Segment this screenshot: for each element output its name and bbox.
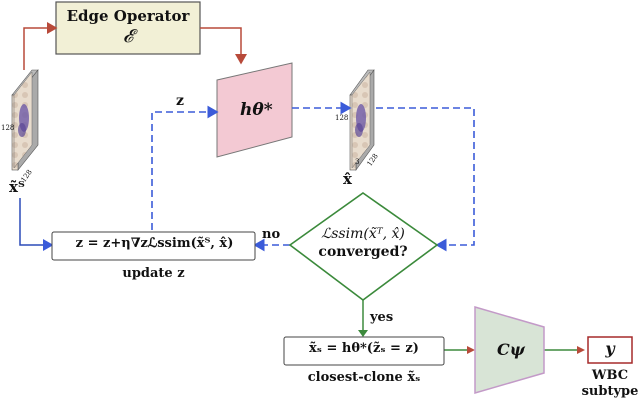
classifier-label: Cψ	[497, 340, 525, 359]
edge-operator-symbol: 𝓔	[122, 26, 134, 47]
arrow-z-to-generator	[151, 105, 219, 230]
no-label: no	[262, 227, 281, 242]
output-image	[349, 69, 375, 171]
decision-line1: ℒssim(x̃ᵀ, x̂)	[321, 226, 405, 242]
arrow-output-to-decision	[376, 107, 475, 252]
input-image-label: x̃ᵀ	[9, 178, 25, 196]
update-formula: z = z+η∇zℒssim(x̃ᵀ, x̂)	[75, 236, 234, 251]
generator-label: hθ*	[240, 100, 273, 120]
input-dim-h: 128	[1, 124, 15, 132]
output-caption-line1: WBC	[591, 368, 629, 383]
edge-operator-box	[55, 1, 201, 55]
output-y-label: y	[605, 339, 615, 358]
arrow-edge-to-generator	[200, 27, 247, 65]
generator-block	[216, 62, 293, 158]
classifier-block	[474, 306, 545, 394]
output-image-label: x̂	[343, 170, 352, 188]
decision-line2: converged?	[318, 244, 408, 260]
input-image	[11, 69, 39, 171]
output-dim-c: 3	[355, 158, 360, 166]
clone-box	[283, 336, 445, 366]
arrow-input-to-edge	[23, 22, 58, 70]
output-y-box	[587, 336, 633, 364]
latent-label: z	[176, 93, 184, 109]
clone-formula: x̃ₛ = hθ*(z̃ₛ = z)	[309, 341, 419, 356]
output-caption-line2: subtype	[581, 384, 639, 399]
update-box	[51, 231, 256, 261]
arrow-input-to-update	[19, 198, 54, 251]
yes-label: yes	[370, 310, 394, 325]
clone-caption: closest-clone x̃ₛ	[307, 370, 421, 385]
output-dim-h: 128	[335, 114, 349, 122]
update-caption: update z	[122, 266, 185, 281]
edge-operator-title: Edge Operator	[66, 7, 190, 25]
